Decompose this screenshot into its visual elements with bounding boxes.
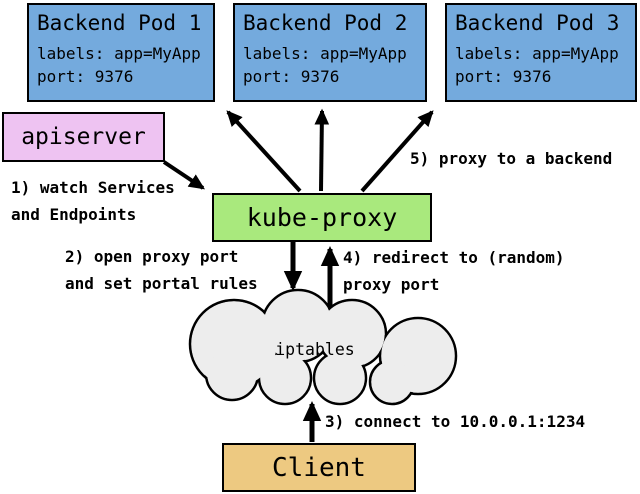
arrow-kubeproxy-to-pod3 [360, 110, 434, 193]
backend-pod-2-port: port: 9376 [243, 67, 340, 86]
apiserver-label: apiserver [21, 124, 146, 150]
backend-pod-3-port: port: 9376 [455, 67, 552, 86]
backend-pod-2-labels: labels: app=MyApp [243, 44, 407, 63]
step3-annotation: 3) connect to 10.0.0.1:1234 [325, 412, 586, 431]
backend-pod-1-box: Backend Pod 1 labels: app=MyApp port: 93… [27, 3, 215, 102]
step5-annotation: 5) proxy to a backend [410, 149, 613, 168]
arrows [162, 108, 434, 442]
backend-pod-2-title: Backend Pod 2 [243, 11, 408, 35]
backend-pod-3-title: Backend Pod 3 [455, 11, 620, 35]
client-box: Client [222, 443, 416, 492]
client-label: Client [272, 452, 366, 483]
iptables-cloud [188, 288, 458, 406]
iptables-label: iptables [275, 340, 355, 359]
backend-pod-3-box: Backend Pod 3 labels: app=MyApp port: 93… [445, 3, 637, 102]
backend-pod-1-port: port: 9376 [37, 67, 134, 86]
kube-proxy-box: kube-proxy [212, 193, 432, 242]
arrow-kubeproxy-to-pod1 [226, 110, 302, 193]
apiserver-box: apiserver [2, 112, 165, 162]
backend-pod-1-labels: labels: app=MyApp [37, 44, 201, 63]
arrow-kubeproxy-to-pod2 [314, 108, 330, 192]
step4-annotation: 4) redirect to (random) proxy port [343, 248, 565, 294]
step2-annotation: 2) open proxy port and set portal rules [65, 247, 258, 293]
backend-pod-3-labels: labels: app=MyApp [455, 44, 619, 63]
backend-pod-2-box: Backend Pod 2 labels: app=MyApp port: 93… [233, 3, 427, 102]
backend-pod-1-title: Backend Pod 1 [37, 11, 202, 35]
arrow-apiserver-to-kubeproxy [162, 160, 205, 190]
cloud-fill-mask [191, 291, 455, 403]
kube-proxy-label: kube-proxy [246, 203, 398, 232]
step1-annotation: 1) watch Services and Endpoints [11, 178, 175, 224]
